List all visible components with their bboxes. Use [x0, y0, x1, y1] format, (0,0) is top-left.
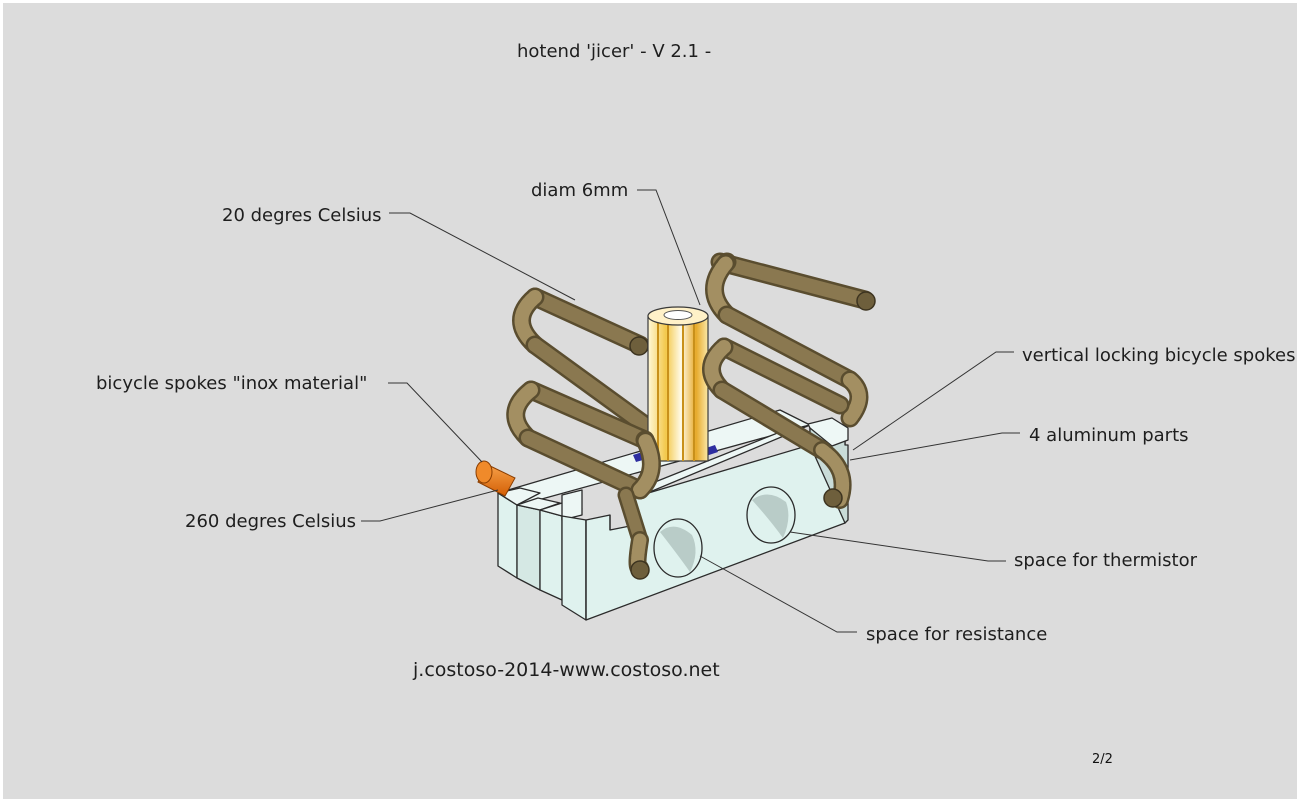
thermistor-hole: [746, 486, 796, 544]
page-number: 2/2: [1092, 752, 1113, 767]
diagram-title: hotend 'jicer' - V 2.1 -: [517, 41, 712, 62]
label-aluminum-parts: 4 aluminum parts: [1029, 425, 1189, 446]
label-thermistor: space for thermistor: [1014, 550, 1198, 571]
label-cold-temp: 20 degres Celsius: [222, 205, 382, 226]
spoke-end-front-right: [823, 488, 843, 508]
resistance-hole: [653, 518, 703, 578]
spoke-back-left-upper: [512, 287, 655, 435]
credit-text: j.costoso-2014-www.costoso.net: [413, 659, 720, 681]
spoke-front-right: [702, 337, 852, 509]
spoke-end-front-left: [630, 560, 650, 580]
spoke-end-left: [629, 336, 649, 356]
nozzle: [475, 460, 516, 497]
label-spokes-material: bicycle spokes "inox material": [96, 373, 368, 394]
label-hot-temp: 260 degres Celsius: [185, 511, 356, 532]
label-vertical-spokes: vertical locking bicycle spokes: [1022, 345, 1296, 366]
spoke-back-right-upper: [705, 252, 875, 428]
spoke-front-left: [506, 380, 661, 578]
leader-lines: [361, 189, 1020, 633]
label-diam: diam 6mm: [531, 180, 629, 201]
label-resistance: space for resistance: [866, 624, 1048, 645]
brass-tube: [647, 306, 709, 462]
spoke-end-right: [856, 291, 876, 311]
